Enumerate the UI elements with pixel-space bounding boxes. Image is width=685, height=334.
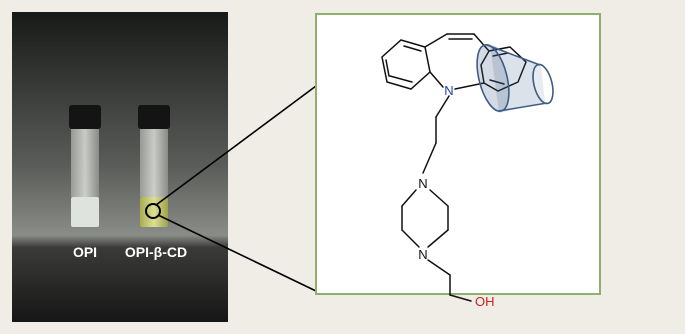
opi-beta-cd-liquid <box>140 197 168 227</box>
piperazine-nitrogen-lower: N <box>418 247 427 262</box>
connector-line-top <box>155 85 317 206</box>
opi-beta-cd-vial-cap <box>138 105 170 129</box>
opi-vial-cap <box>69 105 101 129</box>
magnifier-circle-icon <box>145 203 161 219</box>
piperazine-nitrogen-upper: N <box>418 176 427 191</box>
molecule-panel: N N N OH <box>315 13 601 309</box>
opi-beta-cd-label: OPI-β-CD <box>125 244 187 260</box>
cyclodextrin-cone-icon <box>476 44 554 113</box>
photo-background <box>12 12 228 322</box>
hydroxyl-label: OH <box>475 294 495 309</box>
connector-line-bottom <box>157 214 317 292</box>
opi-beta-cd-vial <box>138 105 170 227</box>
nitrogen-atom-label: N <box>444 83 453 98</box>
opi-label: OPI <box>73 244 97 260</box>
opi-liquid <box>71 197 99 227</box>
vial-photo: OPI OPI-β-CD <box>12 12 228 322</box>
opi-vial <box>69 105 101 227</box>
molecule-frame <box>315 13 601 295</box>
